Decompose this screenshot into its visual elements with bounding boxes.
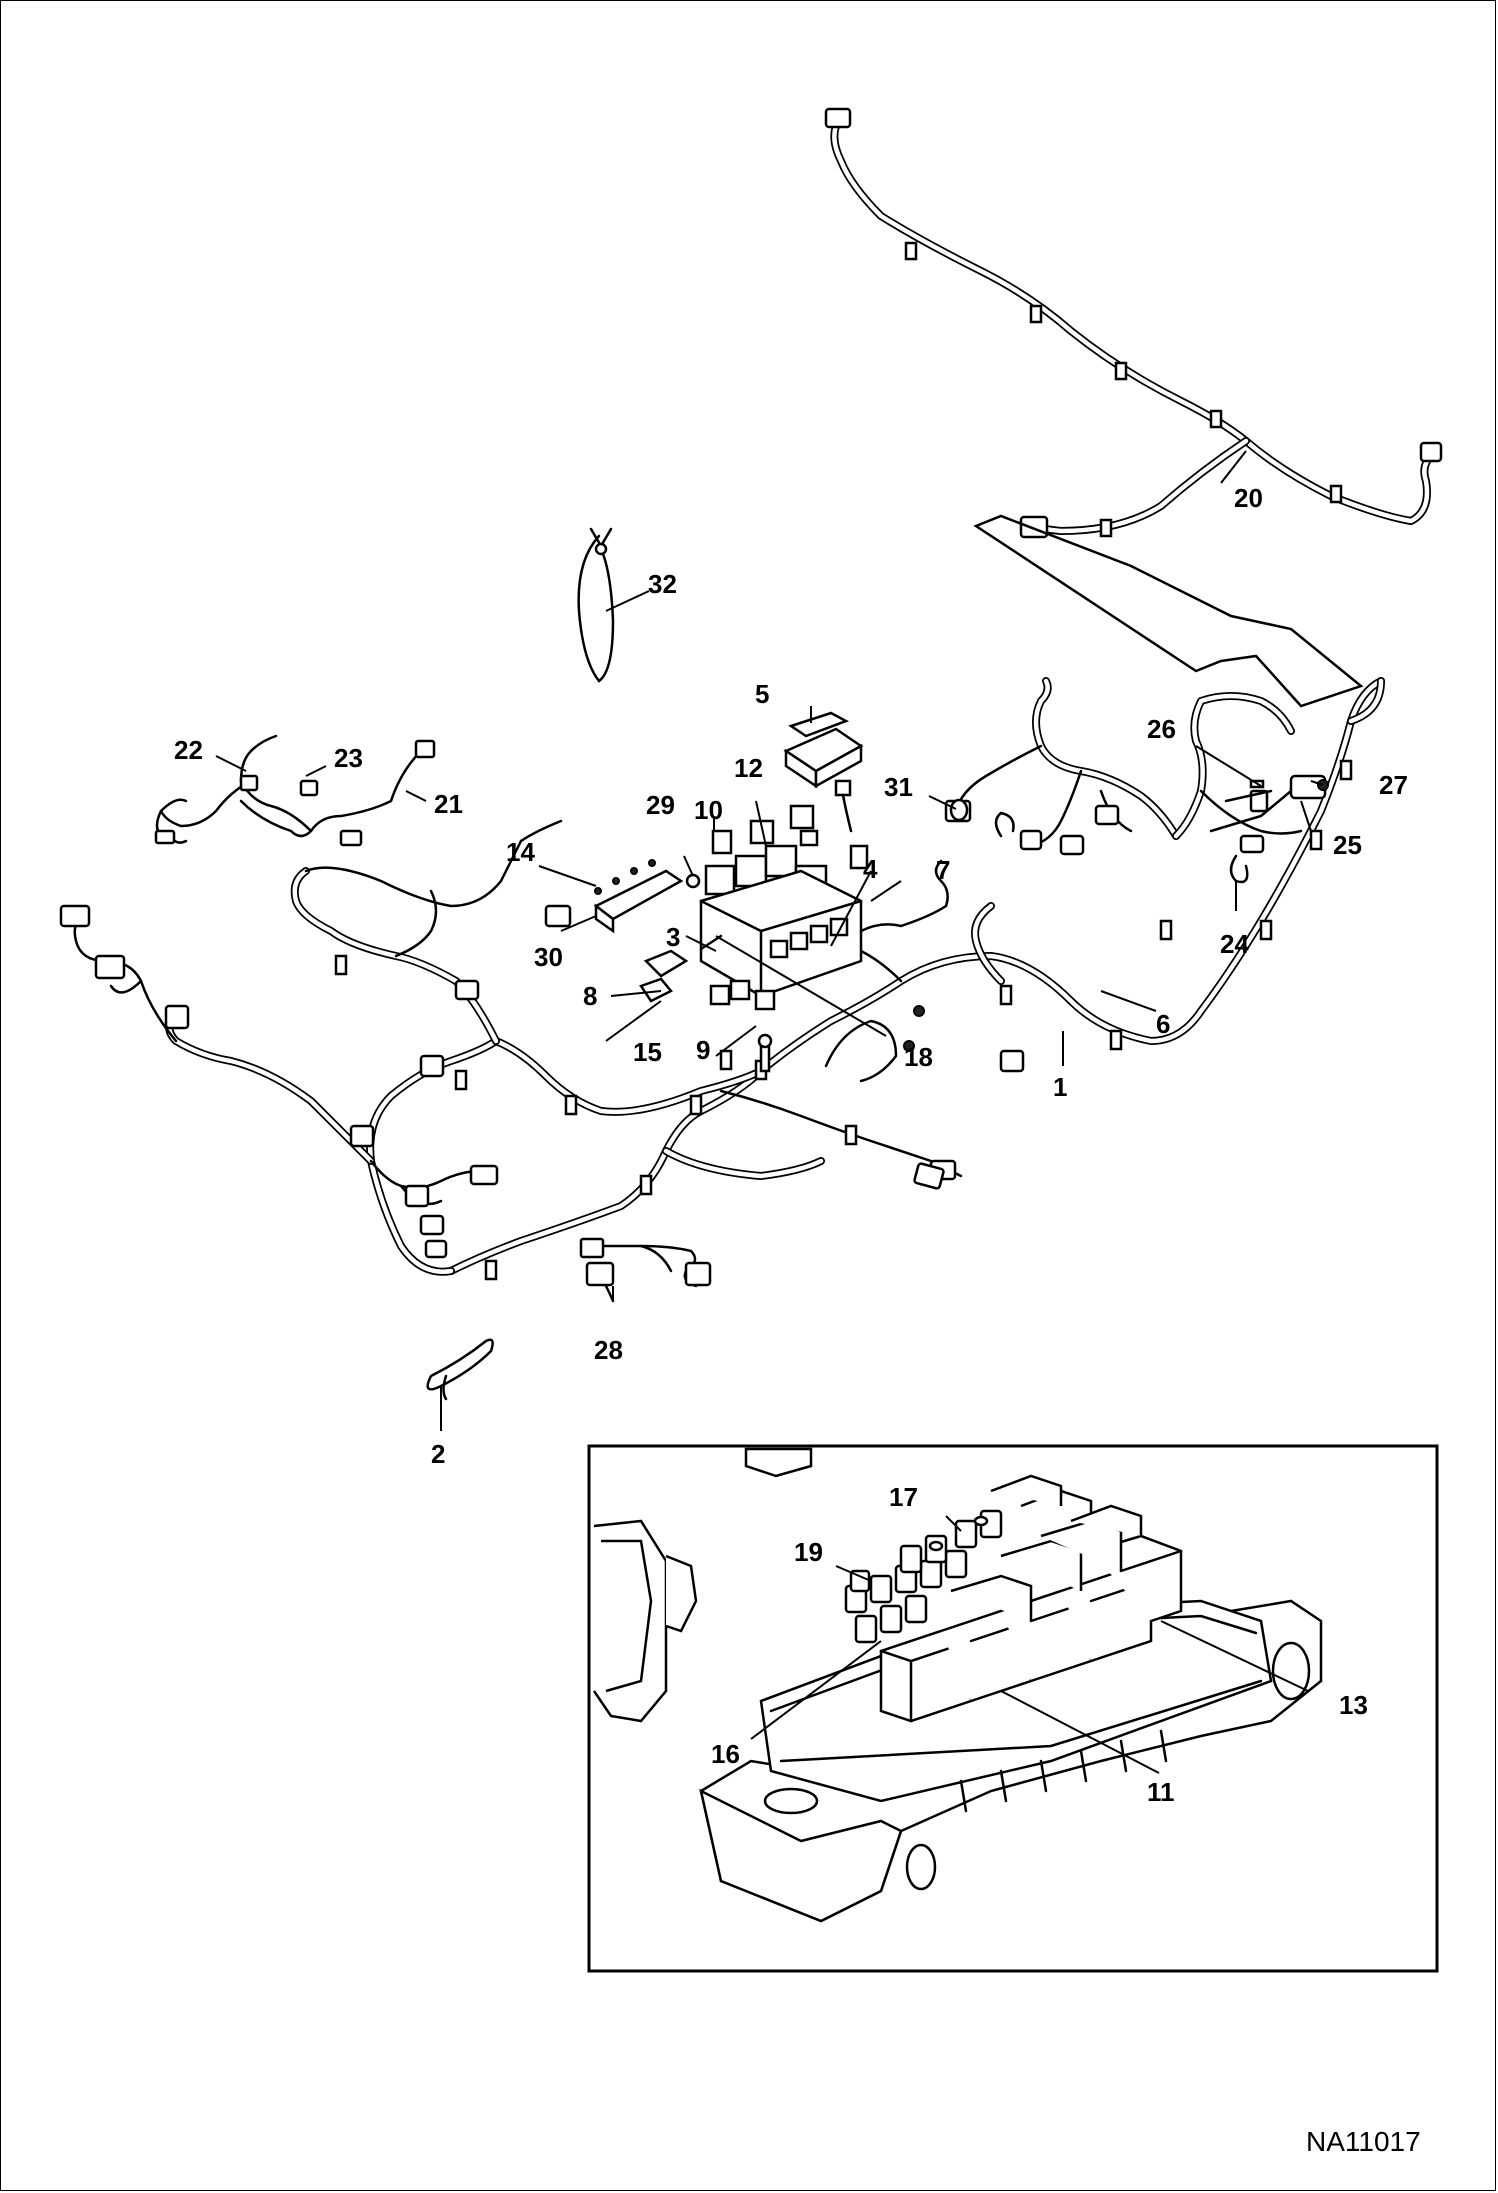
- callout-8: 8: [583, 981, 597, 1011]
- callout-25: 25: [1333, 830, 1362, 860]
- callout-13: 13: [1339, 1690, 1368, 1720]
- callout-3: 3: [666, 922, 680, 952]
- callout-14: 14: [506, 837, 535, 867]
- callout-12: 12: [734, 753, 763, 783]
- callout-32: 32: [648, 569, 677, 599]
- figure-id: NA11017: [1306, 2126, 1421, 2157]
- callout-2: 2: [431, 1439, 445, 1469]
- callout-7: 7: [936, 855, 950, 885]
- callout-18: 18: [904, 1042, 933, 1072]
- callout-11: 11: [1147, 1777, 1175, 1807]
- relays: [879, 1474, 1183, 1723]
- callout-21: 21: [434, 789, 463, 819]
- callout-15: 15: [633, 1037, 662, 1067]
- callout-26: 26: [1147, 714, 1176, 744]
- leader-lines: [215, 450, 1324, 1774]
- callout-24: 24: [1220, 929, 1249, 959]
- callout-23: 23: [334, 743, 363, 773]
- callout-9: 9: [696, 1035, 710, 1065]
- fuse-box-detail-inset: [587, 1444, 1439, 1973]
- harness-21: [154, 734, 436, 847]
- callout-20: 20: [1234, 483, 1263, 513]
- harness-28: [579, 1237, 712, 1303]
- mini-fuses: [844, 1509, 1003, 1644]
- fuse-box-cluster: [593, 711, 949, 1083]
- callout-6: 6: [1156, 1009, 1170, 1039]
- callout-labels: 1 2 3 4 5 6 7 8 9 10 11 12 13 14 15 16 1…: [174, 483, 1408, 1807]
- callout-1: 1: [1053, 1072, 1067, 1102]
- cable-tie-2: [426, 1338, 494, 1401]
- cable-tie-32: [577, 527, 615, 683]
- callout-17: 17: [889, 1482, 918, 1512]
- callout-31: 31: [884, 772, 913, 802]
- callout-16: 16: [711, 1739, 740, 1769]
- callout-30: 30: [534, 942, 563, 972]
- callout-29: 29: [646, 790, 675, 820]
- callout-5: 5: [755, 679, 769, 709]
- harness-20: [824, 107, 1443, 708]
- callout-27: 27: [1379, 770, 1408, 800]
- callout-28: 28: [594, 1335, 623, 1365]
- callout-4: 4: [863, 854, 878, 884]
- callout-10: 10: [694, 795, 723, 825]
- callout-22: 22: [174, 735, 203, 765]
- callout-19: 19: [794, 1537, 823, 1567]
